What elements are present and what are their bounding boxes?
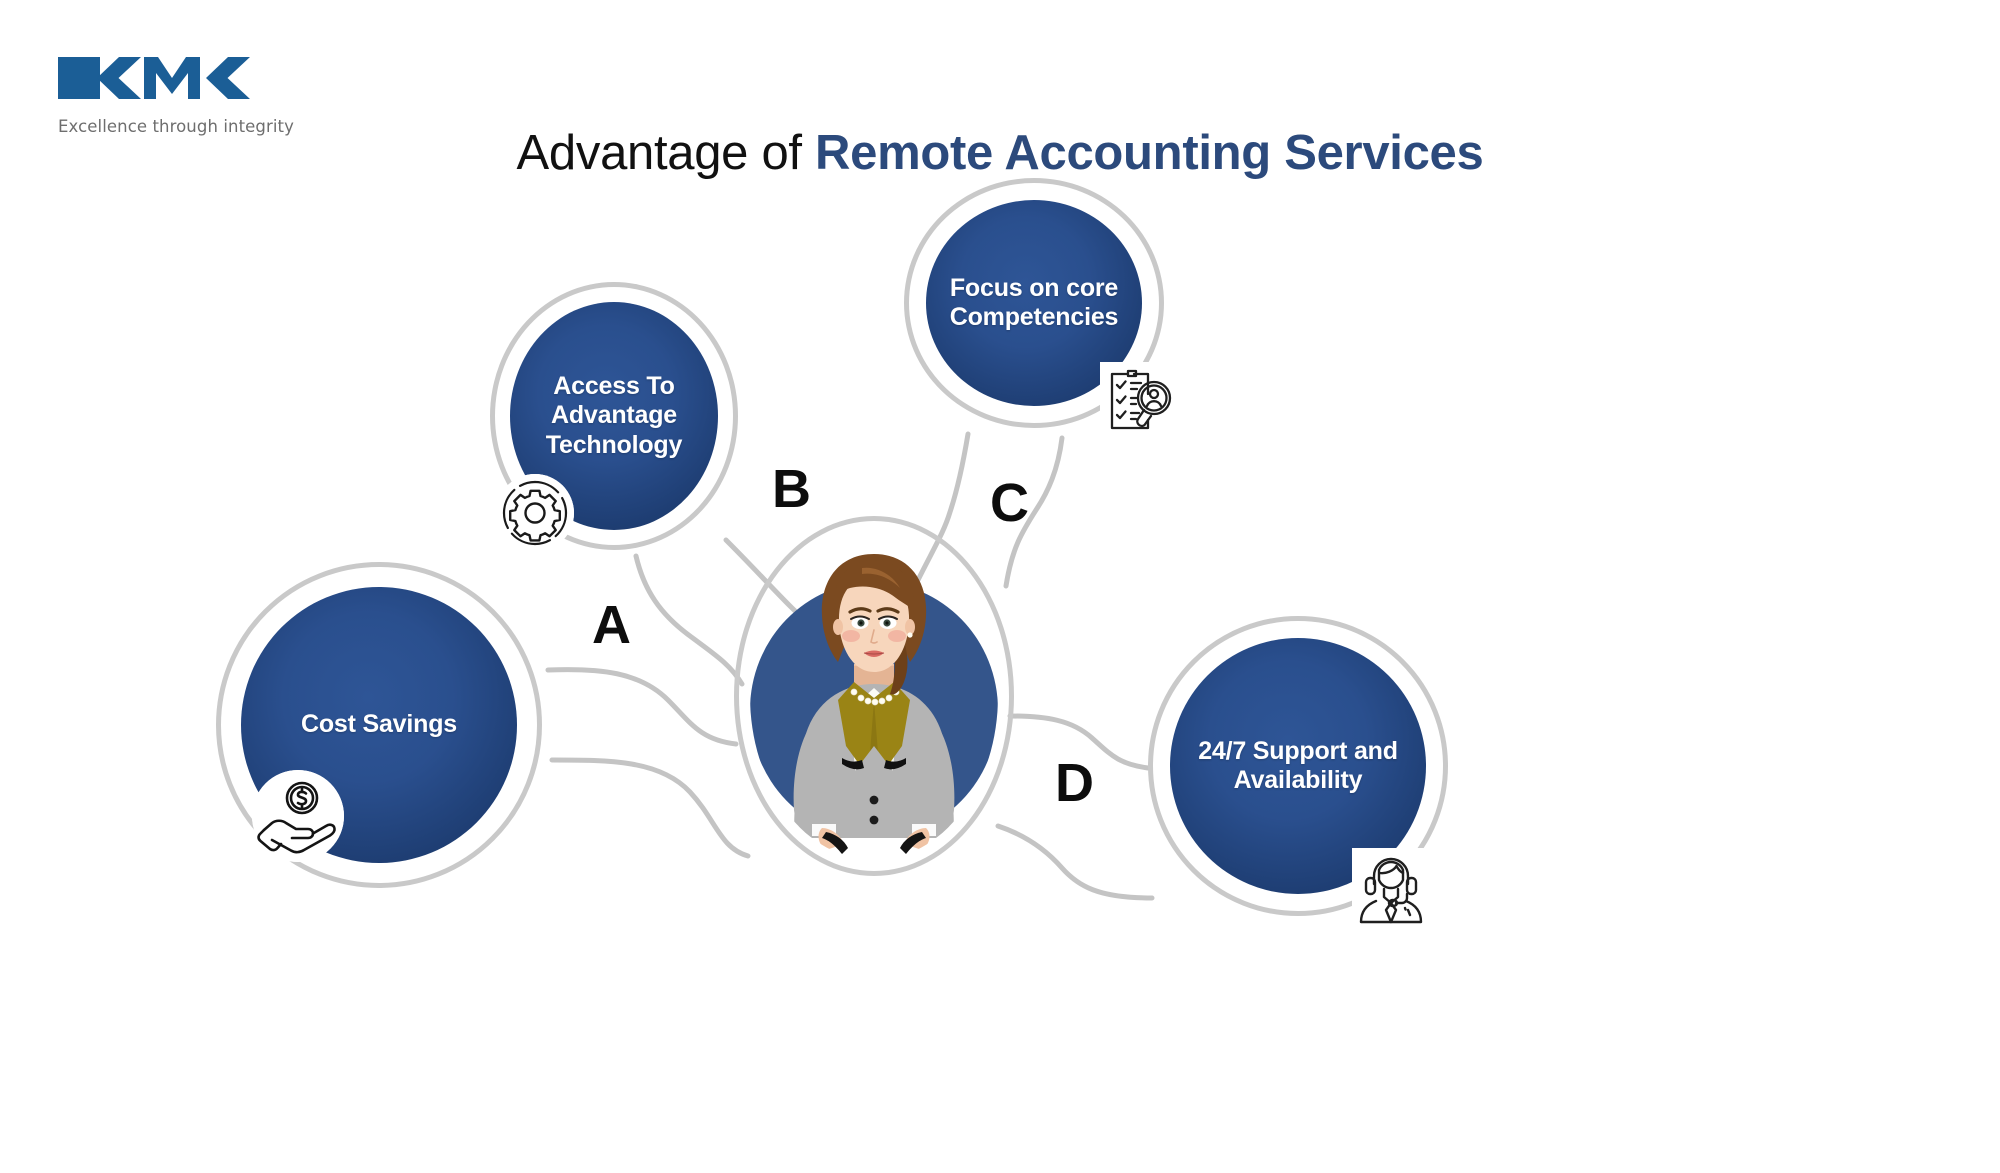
gear-settings-icon: [496, 474, 574, 552]
step-letter-c: C: [990, 473, 1029, 533]
node-support-availability-label: 24/7 Support and Availability: [1186, 737, 1410, 796]
node-support-availability-ring: [1148, 616, 1448, 916]
node-focus-competencies-line-2: Competencies: [949, 303, 1119, 331]
connector-d-bottom: [995, 823, 1155, 901]
node-cost-savings-ring: [216, 562, 542, 888]
step-letter-d: D: [1055, 753, 1094, 813]
node-support-availability-line-2: Availability: [1233, 766, 1363, 794]
page-title-accent: Remote Accounting Services: [815, 125, 1484, 180]
hand-holding-dollar-icon: [252, 770, 344, 862]
node-cost-savings-label: Cost Savings: [289, 710, 469, 739]
connector-b-left: [633, 553, 745, 687]
step-letter-a: A: [592, 595, 631, 655]
center-avatar-illustration: [750, 532, 998, 860]
node-access-technology-line-3: Technology: [545, 430, 683, 459]
connector-c-right: [1003, 435, 1065, 589]
node-access-technology-line-2: Advantage: [550, 401, 677, 430]
connector-d-top: [1007, 713, 1151, 771]
kmk-logo-mark: [58, 57, 250, 99]
step-letter-b: B: [772, 459, 811, 519]
center-avatar-ring: [734, 516, 1014, 876]
node-cost-savings-line-1: Cost Savings: [301, 710, 457, 739]
node-access-technology-line-1: Access To: [553, 372, 675, 401]
connector-a-bottom: [549, 757, 751, 859]
node-support-availability-line-1: 24/7 Support and: [1198, 736, 1398, 765]
brand-tagline: Excellence through integrity: [58, 117, 294, 136]
node-focus-competencies-ring: [904, 178, 1164, 428]
page-title-plain: Advantage of: [516, 125, 816, 180]
node-focus-competencies-label: Focus on core Competencies: [938, 274, 1131, 333]
connector-a-top: [545, 667, 739, 747]
node-access-technology-ring: [490, 282, 738, 550]
node-focus-competencies-line-1: Focus on core: [949, 273, 1119, 302]
headset-support-agent-icon: [1352, 848, 1430, 926]
checklist-magnifier-person-icon: [1100, 362, 1180, 442]
brand-logo[interactable]: Excellence through integrity: [58, 56, 294, 156]
page-title: Advantage of Remote Accounting Services: [0, 125, 2000, 180]
node-access-technology-label: Access To Advantage Technology: [534, 372, 694, 460]
center-avatar-node: [734, 516, 1014, 876]
